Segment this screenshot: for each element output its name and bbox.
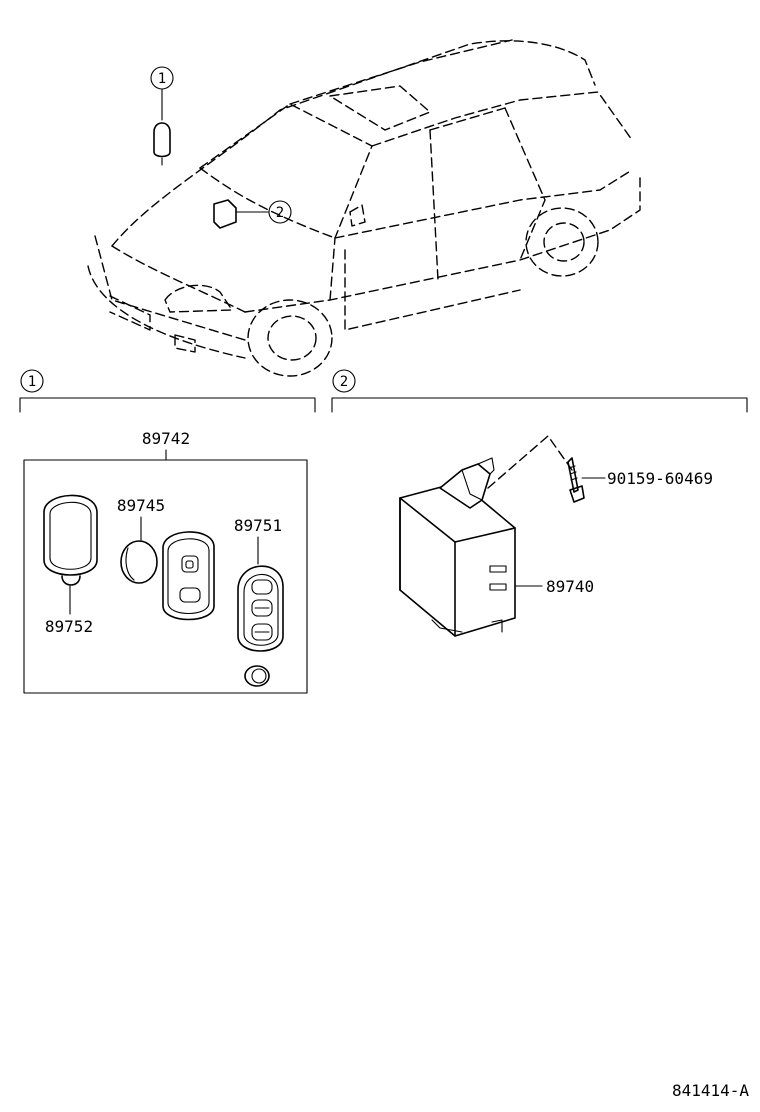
section-2-callout: 2 (340, 374, 348, 390)
bolt-shape (567, 457, 585, 503)
key-case-shape (43, 494, 98, 586)
part-number-90159-60469: 90159-60469 (607, 469, 713, 488)
key-assembly-frame (23, 459, 308, 694)
transmitter-shape (237, 565, 284, 652)
battery-shape (120, 540, 158, 584)
vehicle-callout-2-label: 2 (276, 205, 284, 221)
section-1-header: 1 (19, 369, 316, 413)
part-number-89751: 89751 (234, 516, 282, 535)
section-1-callout: 1 (28, 374, 36, 390)
vehicle-callout-1: 1 (150, 66, 174, 166)
part-number-89740: 89740 (546, 577, 594, 596)
key-ring-shape (244, 665, 270, 687)
receiver-group: 89740 90159-60469 (399, 435, 713, 637)
part-number-89752: 89752 (45, 617, 93, 636)
key-fob-location-icon (153, 122, 171, 158)
vehicle-callout-1-label: 1 (158, 71, 166, 87)
vehicle-callout-2: 2 (213, 199, 292, 229)
receiver-location-icon (213, 199, 237, 229)
key-assembly-group: 89742 89752 89745 89751 (23, 429, 308, 694)
receiver-shape (399, 457, 516, 637)
drawing-code: 841414-A (672, 1081, 749, 1100)
part-number-89742: 89742 (142, 429, 190, 448)
transmitter-housing-shape (162, 531, 215, 621)
vehicle-illustration (87, 39, 641, 377)
part-number-89745: 89745 (117, 496, 165, 515)
section-2-header: 2 (331, 369, 748, 413)
